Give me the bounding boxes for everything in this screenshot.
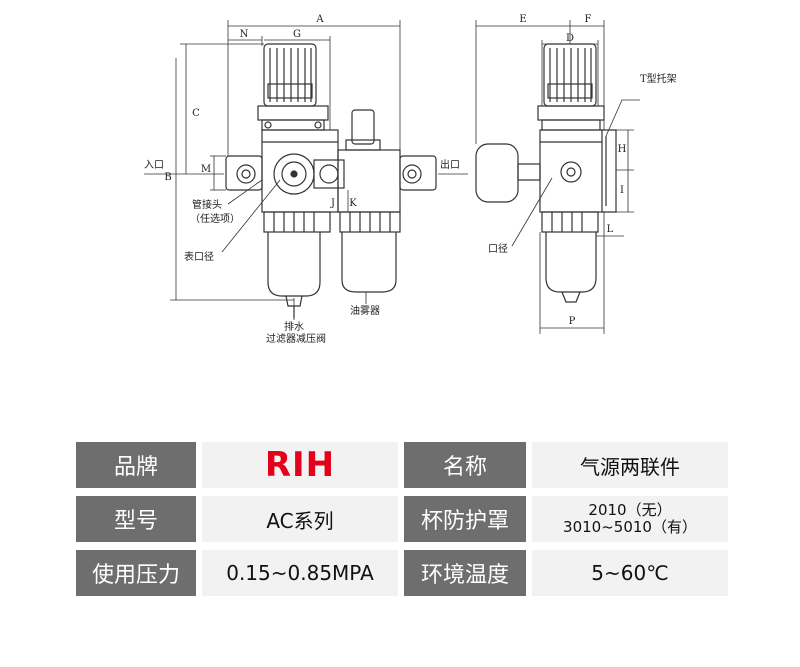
dim-H: H bbox=[618, 144, 627, 155]
dim-D: D bbox=[566, 33, 574, 44]
spec-row-brand: 品牌 RIH 名称 气源两联件 bbox=[76, 442, 728, 488]
dim-F: F bbox=[585, 14, 592, 25]
spec-row-model: 型号 AC系列 杯防护罩 2010（无） 3010~5010（有） bbox=[76, 496, 728, 542]
spec-label-model: 型号 bbox=[76, 496, 196, 542]
spec-label-name: 名称 bbox=[404, 442, 526, 488]
spec-row-pressure: 使用压力 0.15~0.85MPA 环境温度 5~60℃ bbox=[76, 550, 728, 596]
filter-regulator-body bbox=[225, 43, 345, 318]
dimension-lines bbox=[144, 20, 640, 334]
bowl-guard-line-1: 2010（无） bbox=[588, 501, 672, 519]
label-port: 口径 bbox=[488, 242, 508, 255]
spec-value-bowl-guard: 2010（无） 3010~5010（有） bbox=[532, 496, 728, 542]
dim-J: J bbox=[330, 198, 335, 209]
dim-G: G bbox=[293, 29, 301, 40]
label-fitting: 管接头 bbox=[192, 198, 222, 211]
spec-label-bowl-guard: 杯防护罩 bbox=[404, 496, 526, 542]
dim-A: A bbox=[315, 14, 324, 25]
label-outlet: 出口 bbox=[440, 158, 460, 171]
spec-label-temperature: 环境温度 bbox=[404, 550, 526, 596]
dim-K: K bbox=[349, 198, 357, 209]
spec-label-pressure: 使用压力 bbox=[76, 550, 196, 596]
dim-P: P bbox=[569, 316, 576, 327]
spec-value-name: 气源两联件 bbox=[532, 442, 728, 488]
bowl-guard-line-2: 3010~5010（有） bbox=[563, 518, 697, 536]
lubricator-body bbox=[337, 109, 437, 293]
dim-L: L bbox=[607, 224, 614, 235]
spec-value-temperature: 5~60℃ bbox=[532, 550, 728, 596]
label-fitting-optional: （任选项） bbox=[190, 212, 240, 225]
dim-E: E bbox=[519, 14, 526, 25]
spec-value-brand: RIH bbox=[202, 442, 398, 488]
spec-value-model: AC系列 bbox=[202, 496, 398, 542]
side-view-body bbox=[475, 43, 617, 303]
brand-logo: RIH bbox=[264, 445, 336, 485]
label-drain: 排水 bbox=[284, 320, 304, 333]
label-filter-regulator: 过滤器减压阀 bbox=[266, 332, 326, 345]
label-gauge-port: 表口径 bbox=[184, 250, 214, 263]
dim-C: C bbox=[192, 108, 200, 119]
label-t-bracket: T型托架 bbox=[640, 72, 677, 85]
dim-B: B bbox=[164, 172, 171, 183]
spec-value-pressure: 0.15~0.85MPA bbox=[202, 550, 398, 596]
technical-drawing: A N G C B M J K E F D H I L P 入口 出口 管接头 … bbox=[144, 14, 677, 345]
label-lubricator: 油雾器 bbox=[350, 304, 380, 317]
dim-N: N bbox=[240, 29, 249, 40]
dim-I: I bbox=[620, 185, 624, 196]
spec-label-brand: 品牌 bbox=[76, 442, 196, 488]
dim-M: M bbox=[201, 164, 211, 175]
label-inlet: 入口 bbox=[144, 160, 164, 171]
